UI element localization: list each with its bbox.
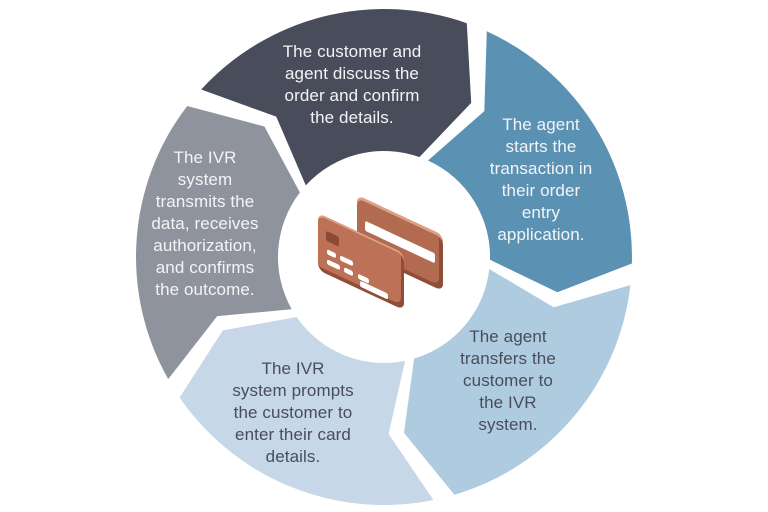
card-number-dash (327, 249, 336, 259)
segment-label-step-1: The customer and agent discuss the order… (282, 42, 422, 127)
card-signature-bar (360, 280, 388, 300)
card-number-dash (327, 259, 340, 271)
segment-label-step-4: The IVR system prompts the customer to e… (232, 359, 354, 466)
card-chip (326, 230, 339, 247)
segment-step-3 (404, 269, 631, 495)
segment-step-4 (179, 317, 434, 505)
card-number-dash (340, 255, 353, 267)
credit-cards-icon (318, 193, 458, 318)
segment-label-step-5: The IVR system transmits the data, recei… (151, 148, 259, 299)
segment-step-2 (428, 31, 632, 293)
segment-step-5 (136, 106, 300, 380)
card-number-dash (344, 267, 353, 277)
segment-label-step-3: The agent transfers the customer to the … (460, 327, 556, 434)
segment-step-1 (201, 9, 472, 186)
segment-label-step-2: The agent starts the transaction in thei… (489, 115, 593, 244)
